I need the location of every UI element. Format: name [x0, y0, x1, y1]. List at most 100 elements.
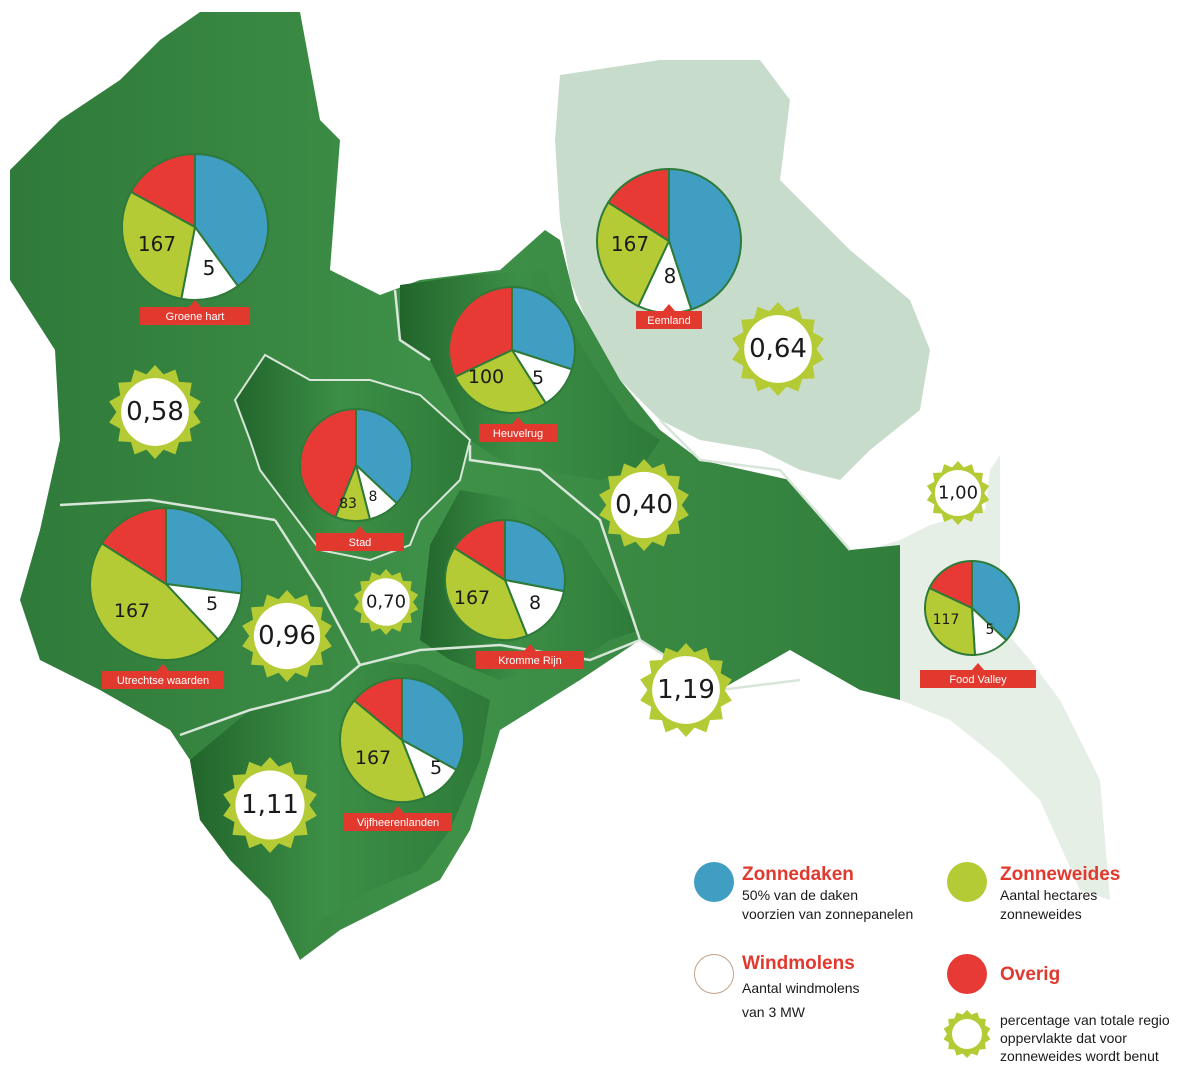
legend-item-percentage: percentage van totale regio oppervlakte … — [1000, 1011, 1190, 1065]
region-name: Vijfheerenlanden — [357, 817, 439, 829]
legend-desc-zonneweides-1: Aantal hectares — [1000, 887, 1098, 903]
region-label-groene-hart: Groene hart — [140, 300, 250, 325]
legend-desc-zonnedaken-2: voorzien van zonnepanelen — [742, 906, 914, 922]
pie-slice-overig — [606, 167, 670, 243]
sun-center — [744, 315, 812, 383]
pie-slice-zonnedaken — [165, 506, 243, 595]
zonneweides-value: 100 — [468, 366, 504, 388]
legend-desc-zonneweides-2: zonneweides — [1000, 906, 1082, 922]
label-box — [636, 311, 702, 329]
percentage-value: 0,64 — [749, 334, 807, 364]
label-box — [102, 671, 224, 689]
label-pointer — [663, 304, 675, 311]
pie-slice-zonneweides — [924, 586, 977, 656]
pie-slice-overig — [129, 152, 196, 229]
legend-desc-zonnedaken-1: 50% van de daken — [742, 887, 858, 903]
windmolens-value: 5 — [430, 757, 442, 779]
label-pointer — [354, 526, 366, 533]
legend-title-zonneweides: Zonneweides — [1000, 864, 1121, 885]
label-pointer — [392, 806, 404, 813]
legend-swatch-percentage — [943, 1010, 991, 1058]
region-label-food-valley: Food Valley — [920, 663, 1036, 688]
region-label-vijfheerenlanden: Vijfheerenlanden — [344, 806, 452, 831]
legend-item-zonnedaken: Zonnedaken 50% van de daken voorzien van… — [742, 864, 962, 924]
sun-center — [121, 378, 189, 446]
windmolens-value: 5 — [986, 622, 995, 638]
region-name: Groene hart — [166, 311, 225, 323]
sun-center — [610, 471, 678, 539]
pie-slice-overig — [452, 518, 506, 582]
zonneweides-value: 167 — [611, 232, 649, 256]
legend-title-zonnedaken: Zonnedaken — [742, 864, 854, 885]
percentage-value: 0,58 — [126, 397, 184, 427]
label-pointer — [189, 300, 201, 307]
pie-slice-overig — [352, 676, 403, 743]
windmolens-value: 8 — [529, 592, 541, 614]
percentage-value: 0,40 — [615, 490, 673, 520]
legend-desc-percentage-2: oppervlakte dat voor — [1000, 1030, 1127, 1046]
region-name: Eemland — [647, 315, 690, 327]
pie-slice-zonnedaken — [504, 518, 566, 593]
pie-slice-overig — [928, 559, 973, 610]
windmolens-value: 5 — [532, 367, 544, 389]
zonneweides-value: 167 — [355, 747, 391, 769]
pie-slice-zonnedaken — [511, 285, 577, 371]
sun-center — [235, 770, 305, 840]
legend-item-windmolens: Windmolens Aantal windmolens van 3 MW — [742, 953, 942, 1022]
legend-desc-percentage-1: percentage van totale regio — [1000, 1012, 1170, 1028]
zonneweides-value: 167 — [114, 600, 150, 622]
region-borders — [59, 289, 851, 737]
sun-center — [652, 656, 720, 724]
pie-slice-overig — [448, 285, 513, 379]
region-shape-eemland — [555, 60, 930, 480]
legend-item-overig: Overig — [1000, 964, 1160, 986]
legend-desc-windmolens-2: van 3 MW — [742, 1004, 806, 1020]
region-name: Food Valley — [949, 674, 1007, 686]
percentage-value: 0,70 — [366, 592, 406, 613]
legend-desc-percentage-3: zonneweides wordt benut — [1000, 1048, 1159, 1064]
label-box — [479, 424, 557, 442]
region-name: Utrechtse waarden — [117, 675, 209, 687]
legend-swatch-zonneweides — [947, 862, 987, 902]
legend-swatch-windmolens — [694, 954, 734, 994]
zonneweides-value: 167 — [454, 587, 490, 609]
zonneweides-value: 117 — [933, 612, 960, 628]
label-box — [476, 651, 584, 669]
pie-slice-overig — [299, 407, 357, 519]
region-label-heuvelrug: Heuvelrug — [479, 417, 557, 442]
region-name: Heuvelrug — [493, 428, 543, 440]
sun-center — [253, 602, 321, 670]
percentage-sun-utrechtse-waarden: 0,96 — [242, 590, 332, 682]
percentage-sun-groene-hart: 0,58 — [109, 365, 201, 459]
pie-slice-windmolens — [503, 578, 566, 638]
windmolens-value: 8 — [369, 489, 378, 505]
percentage-value: 1,11 — [241, 790, 299, 820]
sun-center — [362, 578, 410, 626]
pie-slice-zonneweides — [453, 348, 548, 414]
pie-slice-zonneweides — [89, 541, 220, 662]
pie-slice-zonneweides — [444, 546, 529, 641]
percentage-sun-vijfheerenlanden: 1,11 — [223, 757, 317, 853]
percentage-sun-food-valley: 1,00 — [926, 461, 990, 525]
percentage-sun-eemland: 0,64 — [732, 302, 824, 396]
percentage-value: 0,96 — [258, 621, 316, 651]
percentage-sun-stad: 0,70 — [353, 569, 419, 635]
label-pointer — [512, 417, 524, 424]
zonneweides-value: 83 — [339, 496, 357, 512]
pie-slice-windmolens — [180, 224, 240, 302]
pie-slice-zonnedaken — [668, 167, 743, 311]
pie-slice-zonneweides — [339, 699, 427, 803]
windmolens-value: 8 — [664, 264, 677, 288]
pie-slice-zonnedaken — [194, 152, 269, 288]
legend-item-zonneweides: Zonneweides Aantal hectares zonneweides — [1000, 864, 1180, 924]
label-box — [140, 307, 250, 325]
legend-desc-windmolens-1: Aantal windmolens — [742, 980, 860, 996]
label-box — [316, 533, 404, 551]
zonneweides-value: 167 — [138, 232, 176, 256]
label-pointer — [524, 644, 536, 651]
